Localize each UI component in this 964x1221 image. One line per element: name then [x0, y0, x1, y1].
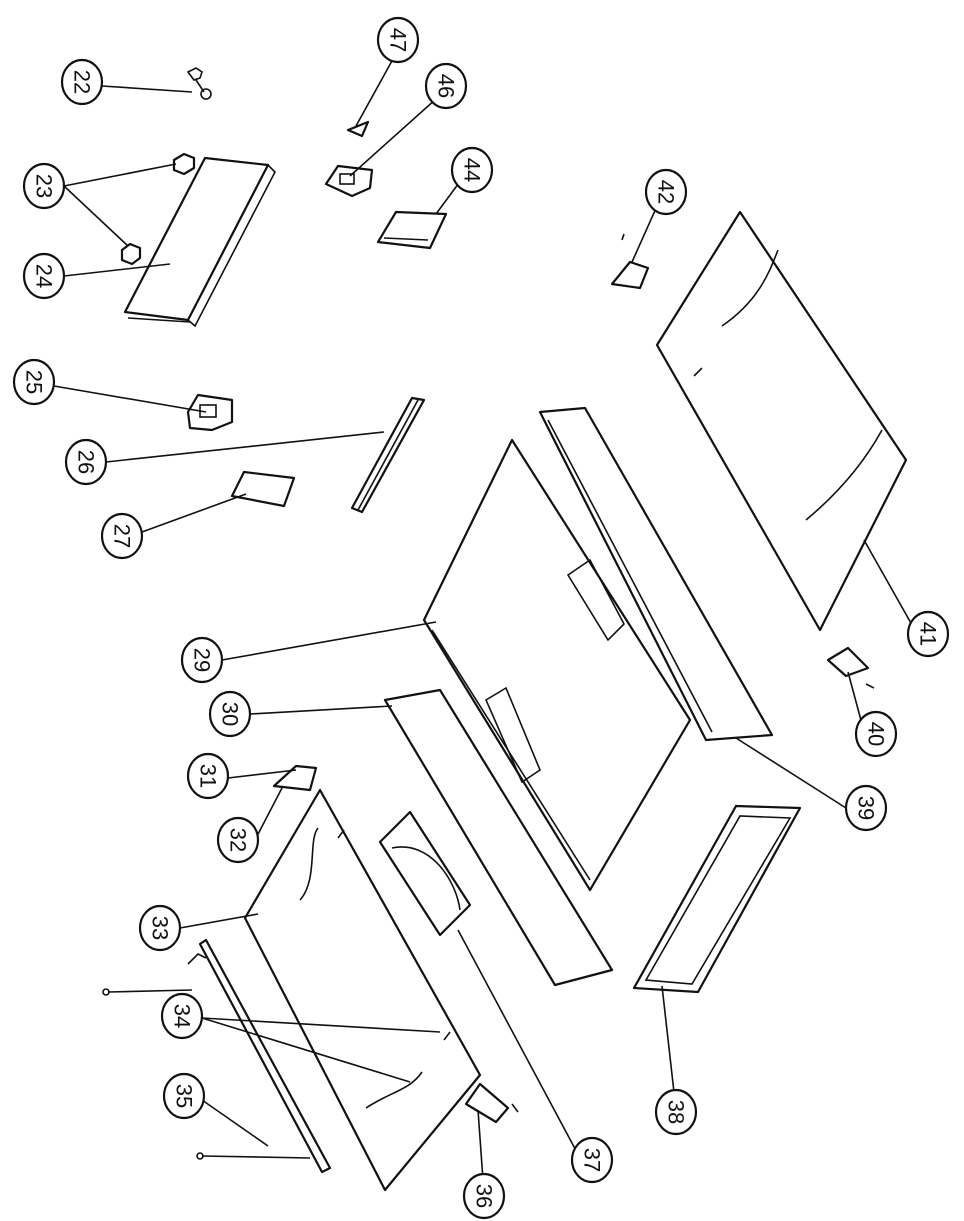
part-46-bracket: [324, 164, 374, 198]
callout-38: 38: [654, 1088, 698, 1136]
svg-text:23: 23: [32, 174, 57, 198]
part-42-cap: [610, 233, 650, 290]
svg-text:44: 44: [460, 158, 485, 182]
svg-text:42: 42: [654, 180, 679, 204]
callout-35: 35: [162, 1072, 206, 1120]
part-34-rod: [102, 938, 332, 1174]
svg-text:39: 39: [854, 796, 879, 820]
callout-42: 42: [644, 168, 688, 216]
svg-text:24: 24: [32, 264, 57, 288]
part-25-bracket: [186, 393, 234, 432]
part-24-long-block: [123, 156, 276, 328]
svg-text:26: 26: [74, 450, 99, 474]
part-29-large-panel: [422, 438, 692, 892]
part-36-cap: [464, 1082, 519, 1124]
svg-text:32: 32: [226, 828, 251, 852]
svg-text:37: 37: [580, 1148, 605, 1172]
callout-36: 36: [462, 1172, 506, 1220]
svg-text:27: 27: [110, 524, 135, 548]
callout-29: 29: [180, 636, 224, 684]
part-27-pad: [230, 470, 296, 508]
part-30-thin-panel: [383, 688, 614, 987]
part-47-pin: [346, 120, 370, 138]
part-35-long-pin: [196, 1152, 311, 1160]
svg-text:22: 22: [70, 70, 95, 94]
callout-40: 40: [854, 710, 898, 758]
callout-24: 24: [22, 252, 66, 300]
svg-text:34: 34: [170, 1004, 195, 1028]
svg-text:30: 30: [218, 702, 243, 726]
callout-26: 26: [64, 438, 108, 486]
svg-text:35: 35: [172, 1084, 197, 1108]
svg-text:40: 40: [864, 722, 889, 746]
part-26-rail: [350, 396, 426, 514]
svg-text:31: 31: [196, 764, 221, 788]
svg-text:29: 29: [190, 648, 215, 672]
part-41-back-panel: [655, 210, 908, 632]
svg-text:47: 47: [386, 28, 411, 52]
callout-22: 22: [60, 58, 104, 106]
callout-30: 30: [208, 690, 252, 738]
part-40-cap: [826, 646, 875, 689]
callout-39: 39: [844, 784, 888, 832]
part-39-side-panel: [538, 406, 774, 742]
part-37-mounting-plate: [378, 810, 472, 937]
part-44-clip: [376, 210, 448, 250]
svg-text:41: 41: [916, 622, 941, 646]
callout-32: 32: [216, 816, 260, 864]
part-38-tray: [632, 804, 802, 994]
svg-text:36: 36: [472, 1184, 497, 1208]
svg-text:46: 46: [434, 74, 459, 98]
callout-47: 47: [376, 16, 420, 64]
callout-34: 34: [160, 992, 204, 1040]
callout-33: 33: [138, 904, 182, 952]
svg-text:33: 33: [148, 916, 173, 940]
callout-37: 37: [570, 1136, 614, 1184]
callout-44: 44: [450, 146, 494, 194]
part-32-cap: [272, 764, 318, 792]
callout-23: 23: [22, 162, 66, 210]
svg-text:25: 25: [22, 370, 47, 394]
callout-41: 41: [906, 610, 950, 658]
part-23-knobs: [120, 152, 196, 266]
callout-25: 25: [12, 358, 56, 406]
callout-31: 31: [186, 752, 230, 800]
callout-46: 46: [424, 62, 468, 110]
part-22-screw: [186, 67, 212, 100]
part-33-front-panel: [243, 788, 482, 1192]
callout-27: 27: [100, 512, 144, 560]
svg-text:38: 38: [664, 1100, 689, 1124]
